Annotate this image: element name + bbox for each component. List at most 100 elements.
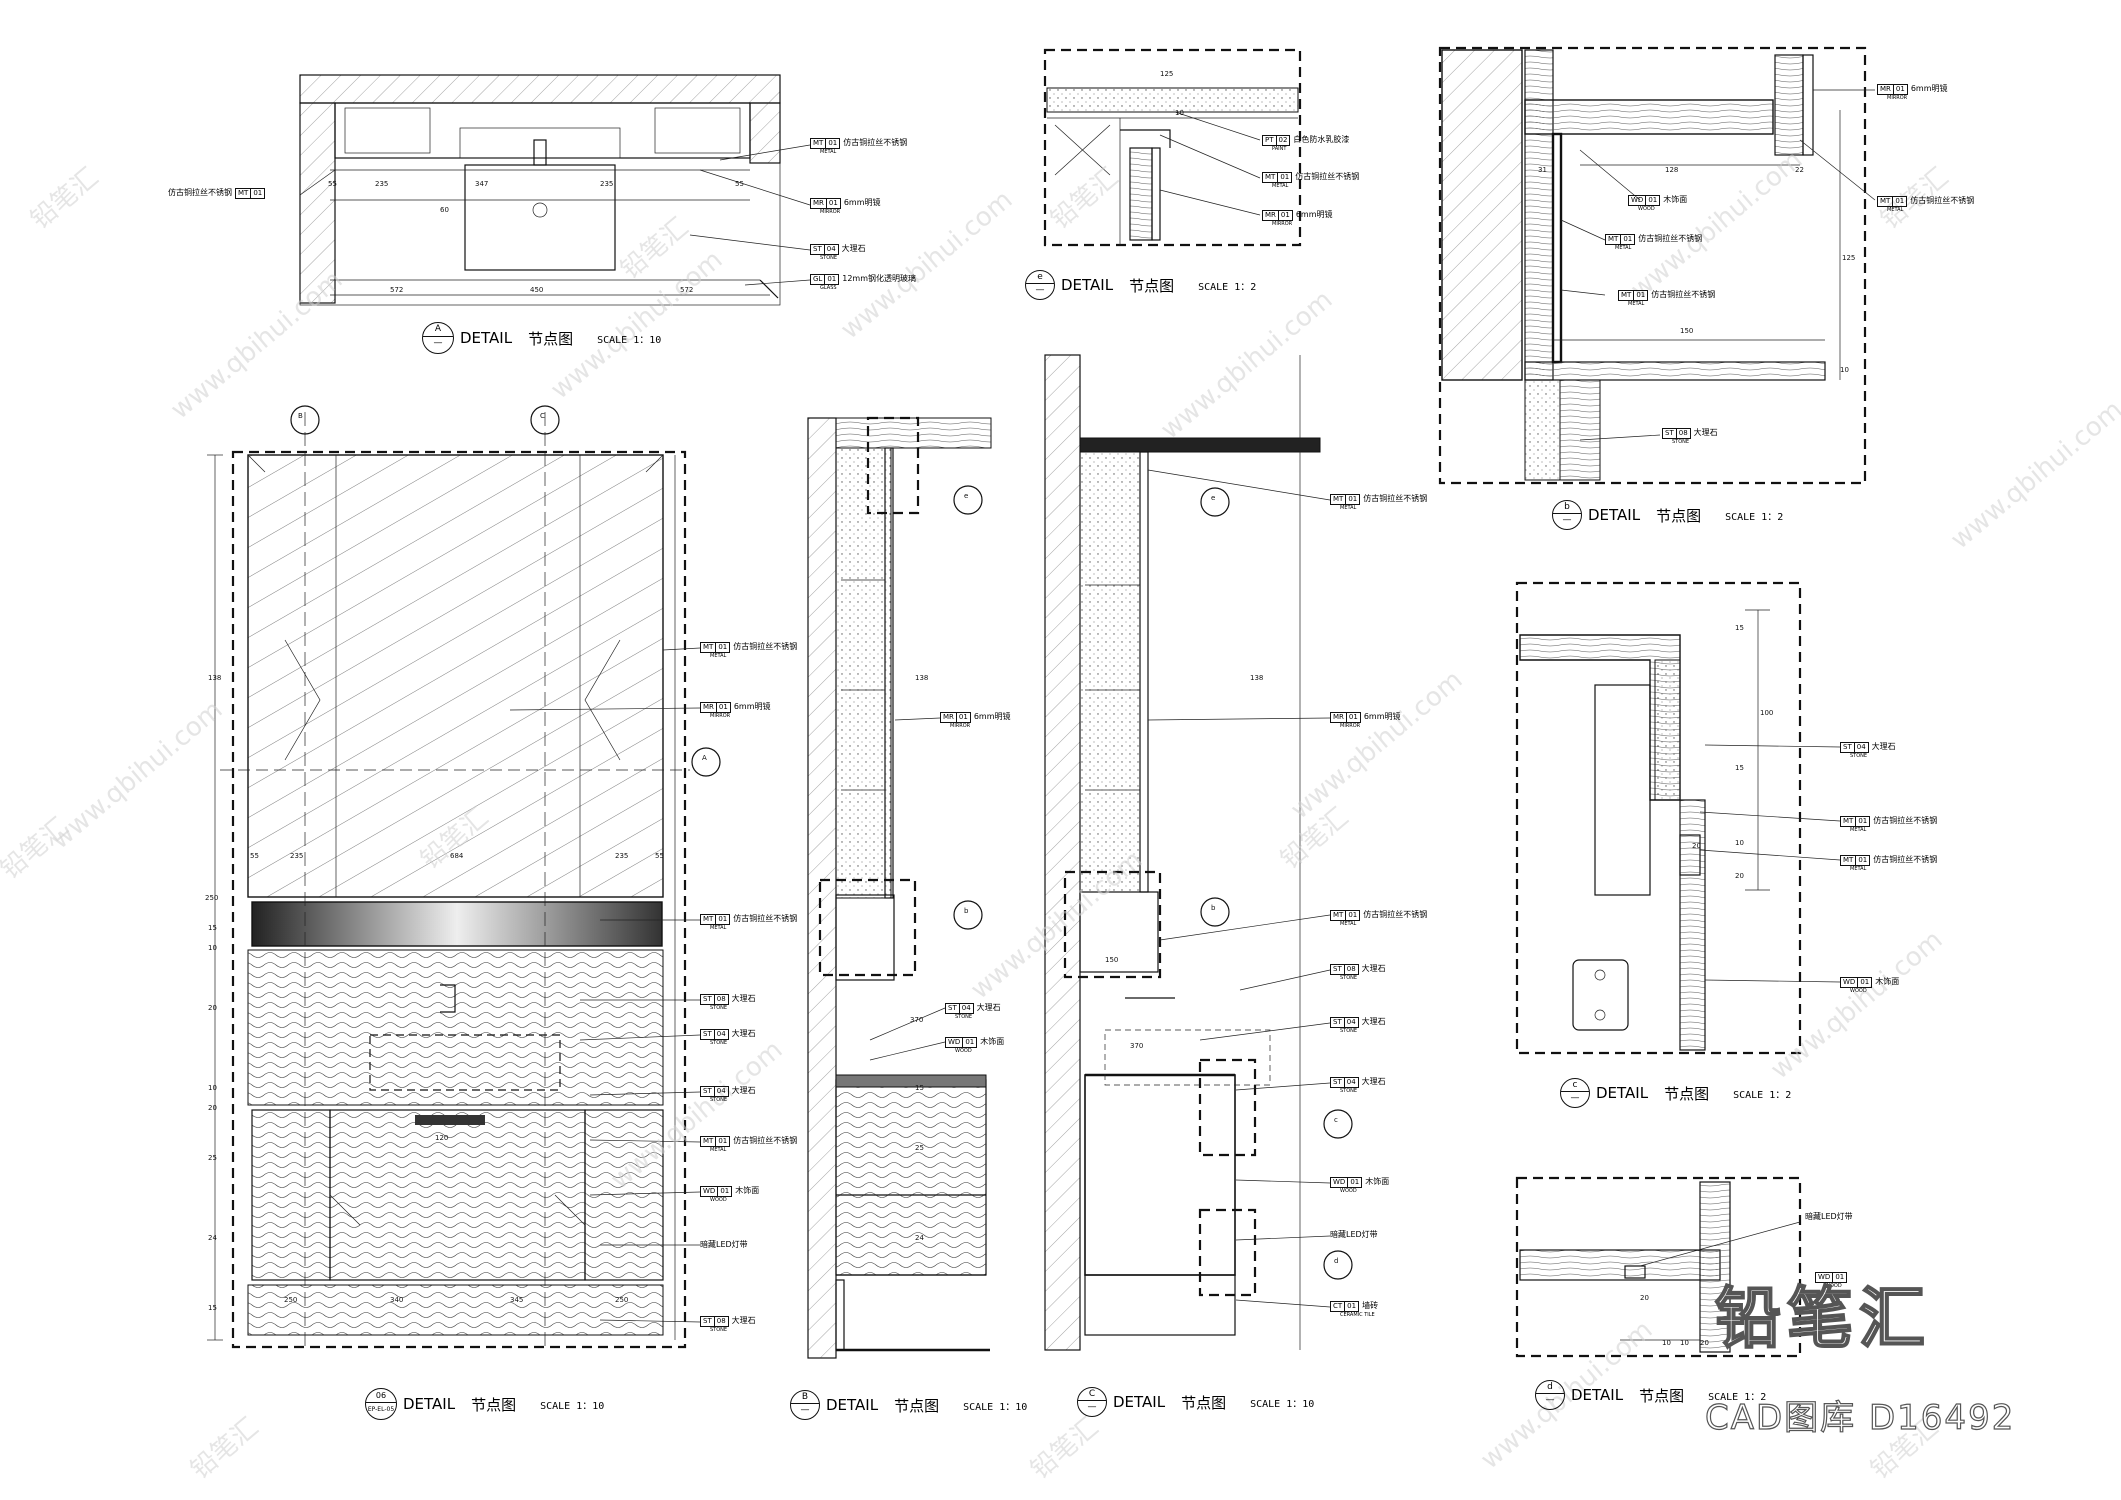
tag-sub: STONE bbox=[1850, 753, 1868, 759]
tag-code: MT bbox=[813, 139, 824, 147]
tag-text: 仿古铜拉丝不锈钢 bbox=[733, 1136, 798, 1145]
detail-title-cn: 节点图 bbox=[528, 329, 574, 348]
dim-label: 100 bbox=[1760, 709, 1773, 717]
tag-num: 01 bbox=[1620, 235, 1634, 244]
dim-label: 20 bbox=[1735, 872, 1744, 880]
tag-num: 08 bbox=[1343, 965, 1358, 974]
tag-code: ST bbox=[1333, 1018, 1342, 1026]
tag-text: 木饰面 bbox=[1875, 977, 1900, 986]
dim-label: 20 bbox=[208, 1004, 217, 1012]
detail-title-cn: 节点图 bbox=[1129, 276, 1175, 295]
tag-num: 01 bbox=[1347, 1178, 1361, 1187]
led-label: 暗藏LED灯带 bbox=[1330, 1230, 1378, 1240]
dim-label: 138 bbox=[208, 674, 221, 682]
dim-label: 60 bbox=[440, 206, 449, 214]
tag-code: ST bbox=[813, 245, 822, 253]
watermark-text: www.qbihui.com bbox=[1285, 665, 1468, 825]
bubble-code: A bbox=[434, 324, 442, 334]
bubble-code: b bbox=[1564, 502, 1570, 512]
tag-sub: MIRROR bbox=[1272, 221, 1293, 227]
tag-code: MR bbox=[1880, 85, 1891, 93]
tag-text: 大理石 bbox=[731, 1029, 756, 1038]
tag-sub: MIRROR bbox=[950, 723, 971, 729]
detail-scale: SCALE 1：2 bbox=[1725, 511, 1784, 523]
tag-num: 01 bbox=[1855, 817, 1869, 826]
tag-sub: MIRROR bbox=[1887, 95, 1908, 101]
dim-label: 370 bbox=[1130, 1042, 1143, 1050]
tag-num: 02 bbox=[1275, 136, 1290, 145]
tag-num: 01 bbox=[1857, 978, 1871, 987]
detail-scale: SCALE 1：10 bbox=[540, 1400, 605, 1412]
detail-scale: SCALE 1：10 bbox=[1250, 1398, 1315, 1410]
dim-label: 150 bbox=[1680, 327, 1693, 335]
tag-num: 04 bbox=[958, 1004, 973, 1013]
tag-num: 01 bbox=[1277, 173, 1291, 182]
section-marker-b: B bbox=[298, 412, 303, 420]
tag-sub: STONE bbox=[710, 1327, 728, 1333]
tag-text: 墙砖 bbox=[1362, 1301, 1379, 1310]
tag-sub: STONE bbox=[710, 1005, 728, 1011]
tag-sub: PAINT bbox=[1272, 146, 1287, 152]
detail-title: DETAIL bbox=[1113, 1393, 1166, 1411]
tag-code: GL bbox=[813, 275, 823, 283]
detail-bubble: b— bbox=[1552, 500, 1582, 530]
tag-code: WD bbox=[1843, 978, 1856, 986]
tag-text: 木饰面 bbox=[735, 1186, 760, 1195]
detail-title: DETAIL bbox=[403, 1395, 456, 1413]
tag-code: ST bbox=[703, 1087, 712, 1095]
tag-text: 仿古铜拉丝不锈钢 bbox=[733, 642, 798, 651]
tag-num: 01 bbox=[1345, 495, 1359, 504]
tag-text: 暗藏LED灯带 bbox=[1805, 1212, 1853, 1221]
bubble-code: d bbox=[1547, 1382, 1553, 1392]
tag-sub: WOOD bbox=[1825, 1283, 1842, 1289]
dim-label: 10 bbox=[1175, 109, 1184, 117]
tag-sub: WOOD bbox=[1850, 988, 1867, 994]
dim-label: 235 bbox=[290, 852, 303, 860]
callout-d: d bbox=[1334, 1257, 1338, 1265]
bubble-code: c bbox=[1572, 1080, 1578, 1090]
detail-d-section: 20 10 10 20 bbox=[1515, 1176, 1802, 1358]
tag-sub: WOOD bbox=[1340, 1188, 1357, 1194]
tag-code: MT bbox=[1843, 817, 1854, 825]
tag-num: 04 bbox=[713, 1087, 728, 1096]
tag-text: 大理石 bbox=[1693, 428, 1718, 437]
dim-label: 684 bbox=[450, 852, 464, 860]
dim-label: 20 bbox=[1692, 842, 1701, 850]
tag-num: 01 bbox=[1645, 196, 1659, 205]
dim-label: 20 bbox=[208, 1104, 217, 1112]
tag-num: 01 bbox=[250, 189, 264, 198]
detail-a-plan: 55 235 347 235 55 572 450 572 60 bbox=[299, 74, 811, 306]
tag-num: 08 bbox=[1675, 429, 1690, 438]
dim-label: 250 bbox=[284, 1296, 297, 1304]
section-marker-c: C bbox=[540, 412, 545, 420]
tag-text: 木饰面 bbox=[1663, 195, 1688, 204]
watermark-text: www.qbihui.com bbox=[1765, 925, 1948, 1085]
led-label: 暗藏LED灯带 bbox=[1805, 1212, 1853, 1222]
tag-num: 01 bbox=[1633, 291, 1647, 300]
tag-text: 6mm明镜 bbox=[1910, 84, 1948, 93]
tag-text: 仿古铜拉丝不锈钢 bbox=[1363, 910, 1428, 919]
detail-bubble: e— bbox=[1025, 270, 1055, 300]
tag-sub: STONE bbox=[820, 255, 838, 261]
tag-sub: WOOD bbox=[1638, 206, 1655, 212]
tag-sub: METAL bbox=[1340, 921, 1357, 927]
tag-code: MT bbox=[1843, 856, 1854, 864]
catalog-id: CAD图库 D16492 bbox=[1704, 1397, 2016, 1438]
tag-sub: METAL bbox=[710, 1147, 727, 1153]
tag-num: 01 bbox=[1892, 85, 1907, 94]
tag-text: 大理石 bbox=[1361, 1077, 1386, 1086]
tag-num: 01 bbox=[717, 1187, 731, 1196]
dim-label: 22 bbox=[1795, 166, 1804, 174]
tag-num: 01 bbox=[962, 1038, 976, 1047]
dim-label: 125 bbox=[1842, 254, 1855, 262]
tag-code: ST bbox=[1333, 1078, 1342, 1086]
tag-code: WD bbox=[1818, 1273, 1831, 1281]
